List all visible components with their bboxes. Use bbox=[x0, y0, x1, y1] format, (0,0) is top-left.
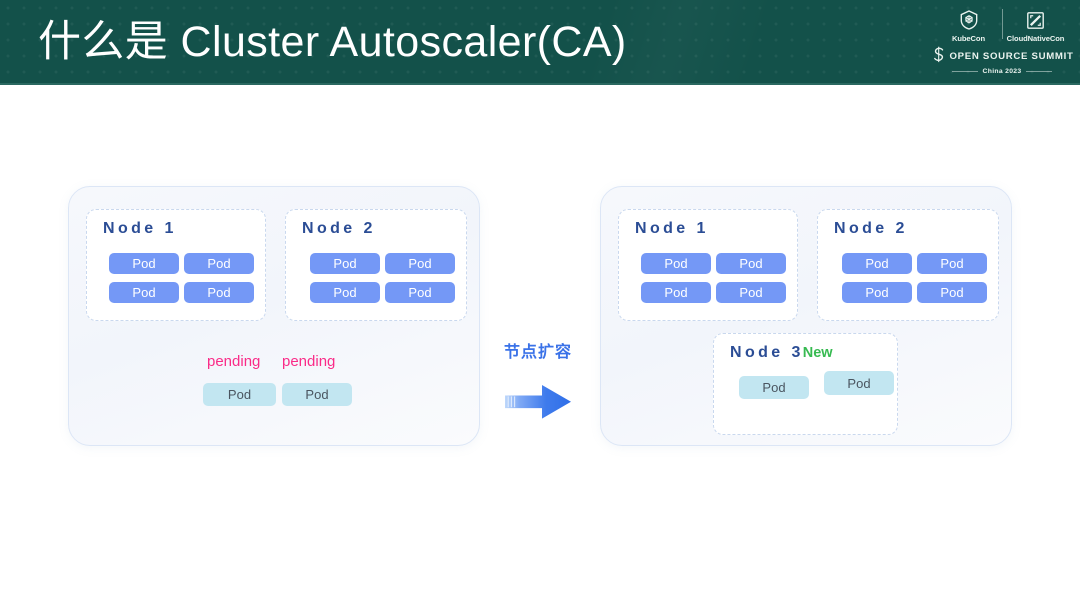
kubecon-helm-icon bbox=[958, 8, 980, 32]
pod-chip: Pod bbox=[842, 282, 912, 303]
pending-status-label: pending bbox=[282, 353, 336, 370]
pod-chip: Pod bbox=[385, 282, 455, 303]
node-title: Node 3New bbox=[730, 344, 833, 362]
event-logo-lockup: KubeCon CloudNativeCon bbox=[933, 5, 1073, 79]
pod-chip: Pod bbox=[824, 371, 894, 395]
edition-row: China 2023 bbox=[938, 68, 1066, 75]
new-badge: New bbox=[802, 345, 833, 361]
kubecon-label: KubeCon bbox=[951, 34, 986, 43]
right-arrow-icon bbox=[504, 384, 572, 420]
flow-label: 节点扩容 bbox=[504, 344, 573, 361]
node-box-before-2: Node 2 Pod Pod Pod Pod bbox=[285, 209, 467, 321]
kubecon-brand: KubeCon bbox=[939, 8, 999, 43]
header-dot-pattern bbox=[0, 0, 1080, 85]
slide-header: 什么是 Cluster Autoscaler(CA) bbox=[0, 0, 1080, 85]
pending-pod-chip: Pod bbox=[282, 383, 352, 406]
open-source-summit-label: OPEN SOURCE SUMMIT bbox=[949, 51, 1074, 62]
edition-rule-right bbox=[1026, 71, 1053, 72]
pod-chip: Pod bbox=[109, 282, 179, 303]
diagram-stage: Node 1 Pod Pod Pod Pod Node 2 Pod Pod Po… bbox=[0, 85, 1080, 597]
cluster-before-panel: Node 1 Pod Pod Pod Pod Node 2 Pod Pod Po… bbox=[68, 186, 480, 446]
node-title-text: Node 3 bbox=[730, 344, 804, 361]
pod-chip: Pod bbox=[641, 282, 711, 303]
header-sheen bbox=[0, 0, 1080, 85]
node-title: Node 2 bbox=[834, 220, 908, 237]
cluster-after-panel: Node 1 Pod Pod Pod Pod Node 2 Pod Pod Po… bbox=[600, 186, 1012, 446]
node-box-before-1: Node 1 Pod Pod Pod Pod bbox=[86, 209, 266, 321]
node-title: Node 2 bbox=[302, 220, 376, 237]
pod-chip: Pod bbox=[184, 253, 254, 274]
open-source-summit-row: OPEN SOURCE SUMMIT bbox=[933, 46, 1073, 65]
cloudnativecon-brand: CloudNativeCon bbox=[1006, 8, 1066, 43]
pod-chip: Pod bbox=[917, 253, 987, 274]
pod-chip: Pod bbox=[385, 253, 455, 274]
node-box-after-2: Node 2 Pod Pod Pod Pod bbox=[817, 209, 999, 321]
pod-chip: Pod bbox=[109, 253, 179, 274]
edition-rule-left bbox=[951, 71, 978, 72]
edition-label: China 2023 bbox=[982, 68, 1022, 75]
pod-chip: Pod bbox=[716, 253, 786, 274]
pending-status-label: pending bbox=[207, 353, 261, 370]
pod-chip: Pod bbox=[917, 282, 987, 303]
open-source-summit-s-icon bbox=[931, 46, 946, 68]
header-bottom-rule bbox=[0, 83, 1080, 85]
cloudnativecon-label: CloudNativeCon bbox=[1006, 34, 1065, 43]
cloudnativecon-square-icon bbox=[1025, 8, 1046, 32]
node-title: Node 1 bbox=[103, 220, 177, 237]
pod-chip: Pod bbox=[641, 253, 711, 274]
pod-chip: Pod bbox=[310, 253, 380, 274]
node-box-after-3-new: Node 3New Pod Pod bbox=[713, 333, 898, 435]
node-box-after-1: Node 1 Pod Pod Pod Pod bbox=[618, 209, 798, 321]
pod-chip: Pod bbox=[184, 282, 254, 303]
logo-brand-row: KubeCon CloudNativeCon bbox=[938, 5, 1066, 43]
pending-pod-chip: Pod bbox=[203, 383, 276, 406]
pod-chip: Pod bbox=[739, 376, 809, 399]
pod-chip: Pod bbox=[310, 282, 380, 303]
pod-chip: Pod bbox=[842, 253, 912, 274]
page-title: 什么是 Cluster Autoscaler(CA) bbox=[38, 18, 627, 66]
pod-chip: Pod bbox=[716, 282, 786, 303]
node-title: Node 1 bbox=[635, 220, 709, 237]
logo-divider bbox=[1001, 9, 1003, 39]
